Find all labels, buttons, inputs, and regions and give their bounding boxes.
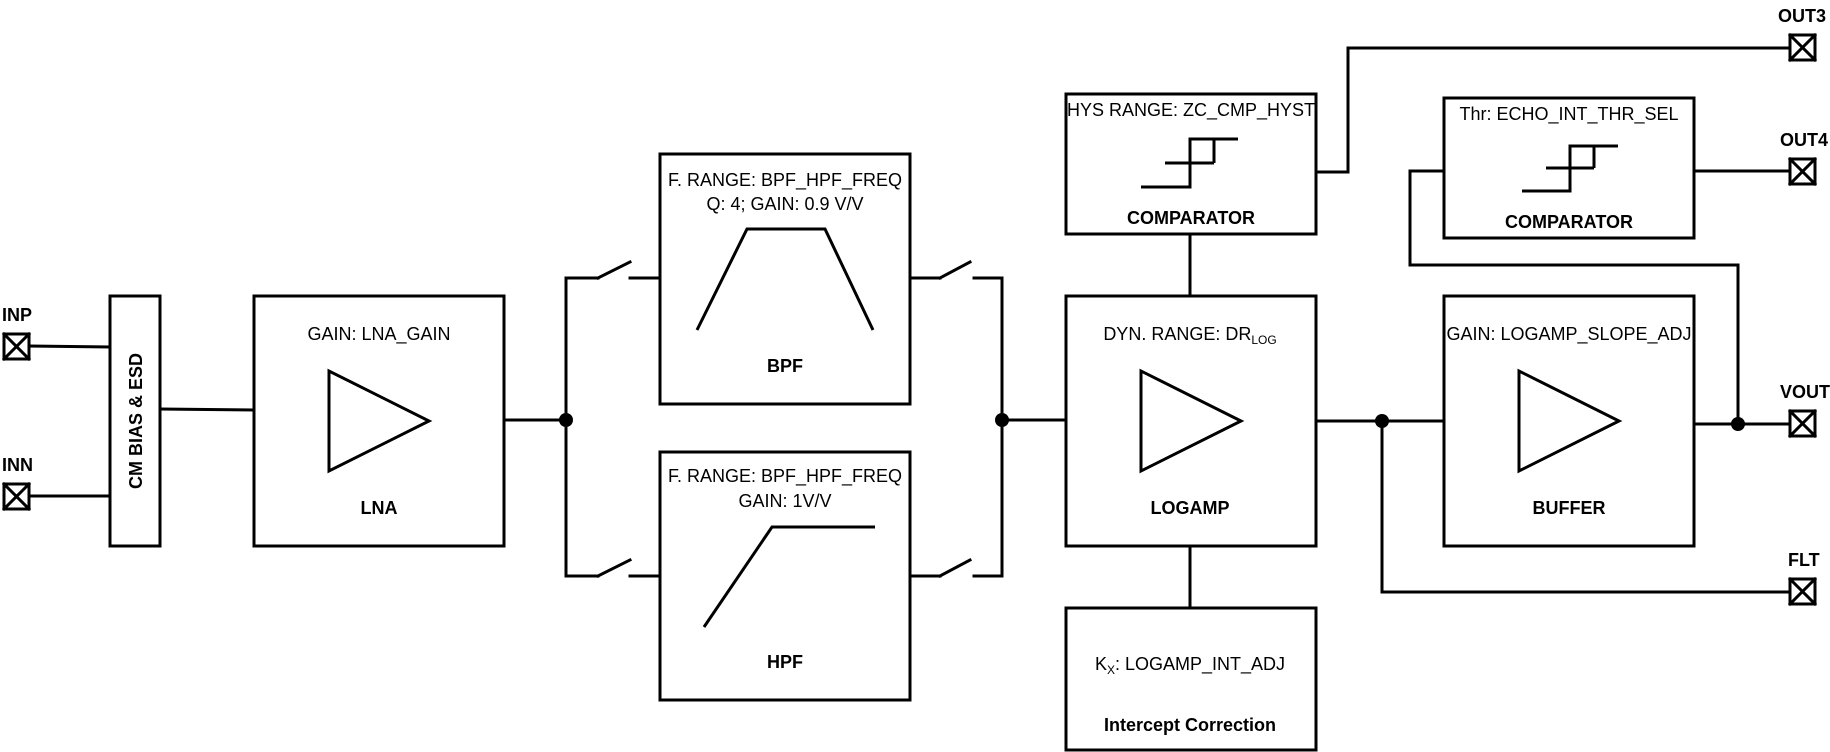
hpf-gain-label: GAIN: 1V/V xyxy=(738,491,831,511)
buffer-gain-label: GAIN: LOGAMP_SLOPE_ADJ xyxy=(1446,324,1691,345)
logamp-dr-subscript: LOG xyxy=(1251,333,1276,347)
pin-inp-label: INP xyxy=(2,305,32,325)
pin-out4-label: OUT4 xyxy=(1780,130,1828,150)
intercept-k-rest: : LOGAMP_INT_ADJ xyxy=(1115,654,1285,675)
amplifier-icon xyxy=(327,368,433,474)
pin-vout: VOUT xyxy=(1780,382,1830,439)
logamp-dynamic-range-label: DYN. RANGE: DRLOG xyxy=(1103,324,1276,347)
pin-out4: OUT4 xyxy=(1780,130,1828,187)
amplifier-icon xyxy=(1139,368,1245,474)
junction-lna-out xyxy=(559,413,573,427)
junction-logamp-out xyxy=(1375,414,1389,428)
pin-vout-label: VOUT xyxy=(1780,382,1830,402)
bpf-name: BPF xyxy=(767,356,803,376)
intercept-correction-block: KX: LOGAMP_INT_ADJ Intercept Correction xyxy=(1064,606,1318,752)
highpass-response-icon xyxy=(702,525,875,628)
hpf-name: HPF xyxy=(767,652,803,672)
intercept-correction-name: Intercept Correction xyxy=(1104,715,1276,735)
intercept-kx-label: KX: LOGAMP_INT_ADJ xyxy=(1095,654,1285,677)
lna-block: GAIN: LNA_GAIN LNA xyxy=(252,294,506,548)
bandpass-response-icon xyxy=(695,227,875,331)
comparator-echo-thr-label: Thr: ECHO_INT_THR_SEL xyxy=(1459,104,1678,125)
junction-filter-out xyxy=(995,413,1009,427)
hpf-block: F. RANGE: BPF_HPF_FREQ GAIN: 1V/V HPF xyxy=(658,450,912,702)
pin-flt-label: FLT xyxy=(1788,550,1820,570)
hysteresis-icon xyxy=(1141,137,1238,189)
pin-inn: INN xyxy=(1,455,33,512)
cm-bias-esd-block: CM BIAS & ESD xyxy=(108,294,162,548)
bpf-q-gain-label: Q: 4; GAIN: 0.9 V/V xyxy=(706,194,863,214)
bpf-block: F. RANGE: BPF_HPF_FREQ Q: 4; GAIN: 0.9 V… xyxy=(658,152,912,406)
lna-gain-label: GAIN: LNA_GAIN xyxy=(307,324,450,345)
logamp-name: LOGAMP xyxy=(1151,498,1230,518)
logamp-dr-main: DYN. RANGE: DR xyxy=(1103,324,1251,344)
buffer-name: BUFFER xyxy=(1533,498,1606,518)
hysteresis-icon xyxy=(1522,144,1618,193)
pin-inp: INP xyxy=(1,305,32,362)
cm-bias-esd-label: CM BIAS & ESD xyxy=(126,353,146,489)
junction-vout xyxy=(1731,417,1745,431)
hpf-freq-label: F. RANGE: BPF_HPF_FREQ xyxy=(668,466,902,487)
intercept-k-subscript: X xyxy=(1107,663,1115,677)
comparator-echo-block: Thr: ECHO_INT_THR_SEL COMPARATOR xyxy=(1442,96,1696,240)
comparator-echo-name: COMPARATOR xyxy=(1505,212,1633,232)
comparator-zc-name: COMPARATOR xyxy=(1127,208,1255,228)
amplifier-icon xyxy=(1517,368,1623,474)
comparator-zc-block: HYS RANGE: ZC_CMP_HYST COMPARATOR xyxy=(1064,92,1318,236)
lna-name: LNA xyxy=(361,498,398,518)
pin-inn-label: INN xyxy=(2,455,33,475)
logamp-block: DYN. RANGE: DRLOG LOGAMP xyxy=(1064,294,1318,548)
pin-flt: FLT xyxy=(1787,550,1820,607)
comparator-zc-hys-label: HYS RANGE: ZC_CMP_HYST xyxy=(1067,100,1315,121)
buffer-block: GAIN: LOGAMP_SLOPE_ADJ BUFFER xyxy=(1442,294,1696,548)
intercept-k-main: K xyxy=(1095,654,1107,674)
bpf-freq-label: F. RANGE: BPF_HPF_FREQ xyxy=(668,170,902,191)
pin-out3: OUT3 xyxy=(1778,6,1826,63)
pin-out3-label: OUT3 xyxy=(1778,6,1826,26)
